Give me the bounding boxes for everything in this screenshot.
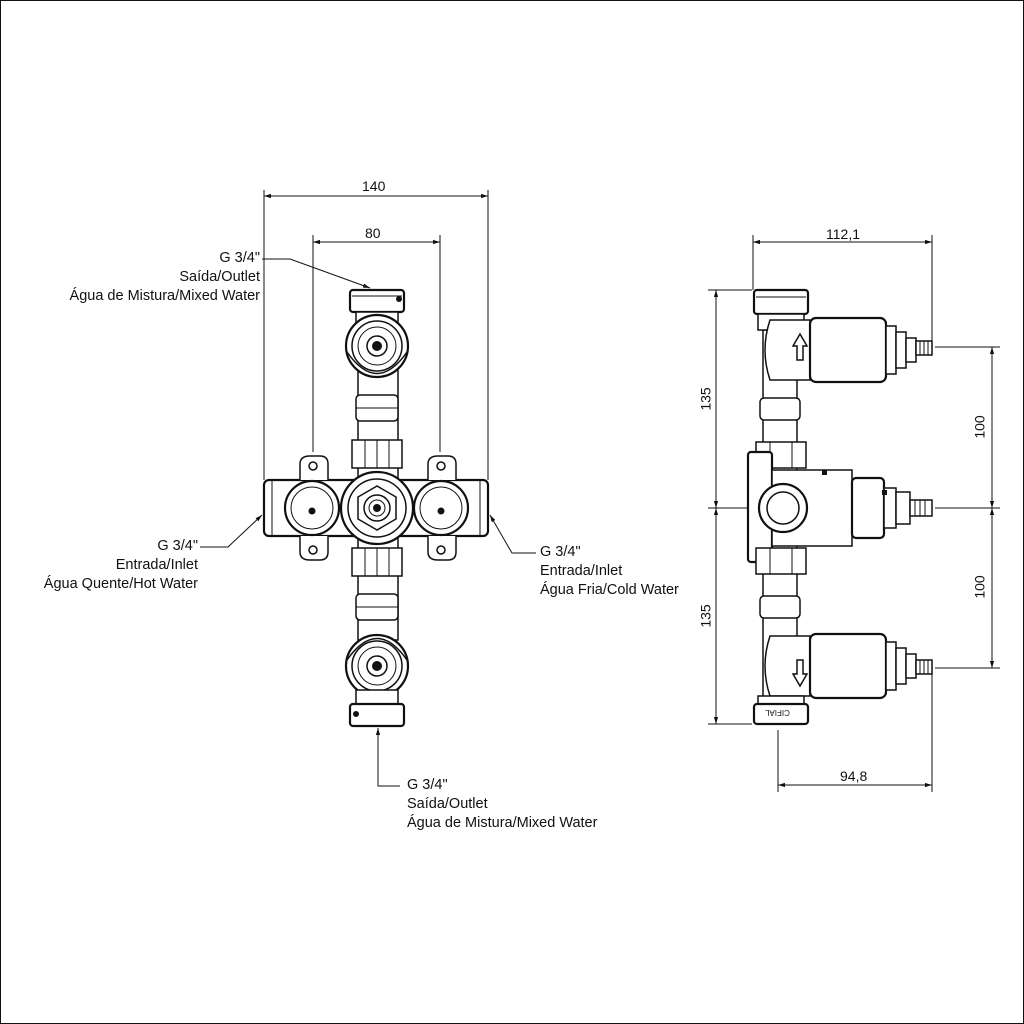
callout-top-fluid: Água de Mistura/Mixed Water (69, 288, 260, 304)
brand-mark: CIFIAL (765, 708, 790, 717)
callout-hot-port: Entrada/Inlet (115, 557, 198, 573)
callout-bottom-fluid: Água de Mistura/Mixed Water (407, 815, 598, 831)
side-valve-body (746, 288, 933, 726)
dim-overall-width: 140 (362, 178, 386, 194)
callout-hot-fluid: Água Quente/Hot Water (43, 576, 198, 592)
callout-hot-thread: G 3/4" (157, 538, 198, 554)
callout-top-thread: G 3/4" (219, 250, 260, 266)
front-valve-body (262, 288, 490, 728)
dim-overall-depth: 112,1 (826, 226, 860, 242)
callout-cold-thread: G 3/4" (540, 544, 581, 560)
dim-upper-spacing: 100 (971, 415, 988, 439)
callout-bottom-thread: G 3/4" (407, 777, 448, 793)
dim-spindle-depth: 94,8 (840, 768, 868, 784)
dim-lower-height: 135 (697, 604, 714, 628)
side-dimension-lines (708, 235, 1000, 792)
callout-bottom-outlet: G 3/4" Saída/Outlet Água de Mistura/Mixe… (407, 776, 597, 833)
dim-handle-spacing: 80 (365, 225, 381, 241)
front-callout-leaders (200, 258, 536, 787)
callout-cold-fluid: Água Fria/Cold Water (540, 582, 679, 598)
callout-hot-inlet: G 3/4" Entrada/Inlet Água Quente/Hot Wat… (44, 537, 198, 594)
callout-top-port: Saída/Outlet (179, 269, 260, 285)
callout-cold-inlet: G 3/4" Entrada/Inlet Água Fria/Cold Wate… (540, 543, 679, 600)
callout-top-outlet: G 3/4" Saída/Outlet Água de Mistura/Mixe… (70, 249, 260, 306)
front-dimension-lines (263, 190, 489, 480)
dim-upper-height: 135 (697, 387, 714, 411)
callout-bottom-port: Saída/Outlet (407, 796, 488, 812)
dim-lower-spacing: 100 (971, 575, 988, 599)
callout-cold-port: Entrada/Inlet (540, 563, 623, 579)
